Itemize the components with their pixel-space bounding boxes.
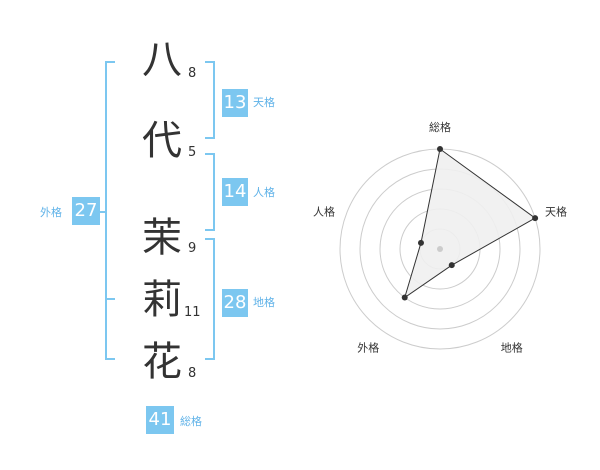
radar-axis-label-1: 総格 bbox=[429, 120, 451, 134]
tenkaku-label: 天格 bbox=[253, 96, 275, 109]
chikaku-label: 地格 bbox=[253, 296, 275, 309]
name-char-5: 花 bbox=[142, 339, 182, 385]
stroke-count-3: 9 bbox=[188, 241, 197, 256]
radar-axis-label-3: 地格 bbox=[501, 341, 523, 355]
name-char-2: 代 bbox=[142, 118, 182, 164]
gaikaku-badge: 27 bbox=[72, 197, 100, 225]
tenkaku-bracket bbox=[205, 61, 215, 139]
jinkaku-label: 人格 bbox=[253, 186, 275, 199]
gaikaku-label: 外格 bbox=[40, 206, 62, 219]
jinkaku-badge: 14 bbox=[222, 178, 248, 206]
jinkaku-bracket bbox=[205, 153, 215, 231]
name-char-4: 莉 bbox=[142, 277, 182, 323]
name-char-3: 茉 bbox=[142, 215, 182, 261]
radar-axis-label-5: 人格 bbox=[313, 204, 335, 218]
gaikaku-bracket-tick bbox=[105, 298, 115, 300]
gaikaku-bracket bbox=[105, 61, 115, 360]
radar-axis-label-4: 外格 bbox=[357, 341, 379, 355]
radar-axis-label-2: 天格 bbox=[545, 204, 567, 218]
stroke-count-5: 8 bbox=[188, 366, 197, 381]
name-char-1: 八 bbox=[142, 37, 182, 83]
soukaku-label: 総格 bbox=[180, 415, 202, 428]
stroke-count-4: 11 bbox=[184, 305, 201, 320]
radar-center bbox=[437, 246, 443, 252]
gaikaku-connector bbox=[98, 211, 106, 213]
stroke-count-1: 8 bbox=[188, 66, 197, 81]
radar-point-2 bbox=[532, 215, 539, 222]
tenkaku-badge: 13 bbox=[222, 89, 248, 117]
soukaku-badge: 41 bbox=[146, 406, 174, 434]
radar-point-4 bbox=[401, 294, 408, 301]
radar-point-3 bbox=[448, 262, 455, 269]
radar-point-5 bbox=[417, 239, 424, 246]
radar-polygon bbox=[403, 148, 537, 299]
chikaku-bracket bbox=[205, 238, 215, 360]
chikaku-badge: 28 bbox=[222, 289, 248, 317]
radar-points bbox=[401, 146, 539, 301]
stroke-count-2: 5 bbox=[188, 145, 197, 160]
radar-point-1 bbox=[437, 146, 443, 152]
